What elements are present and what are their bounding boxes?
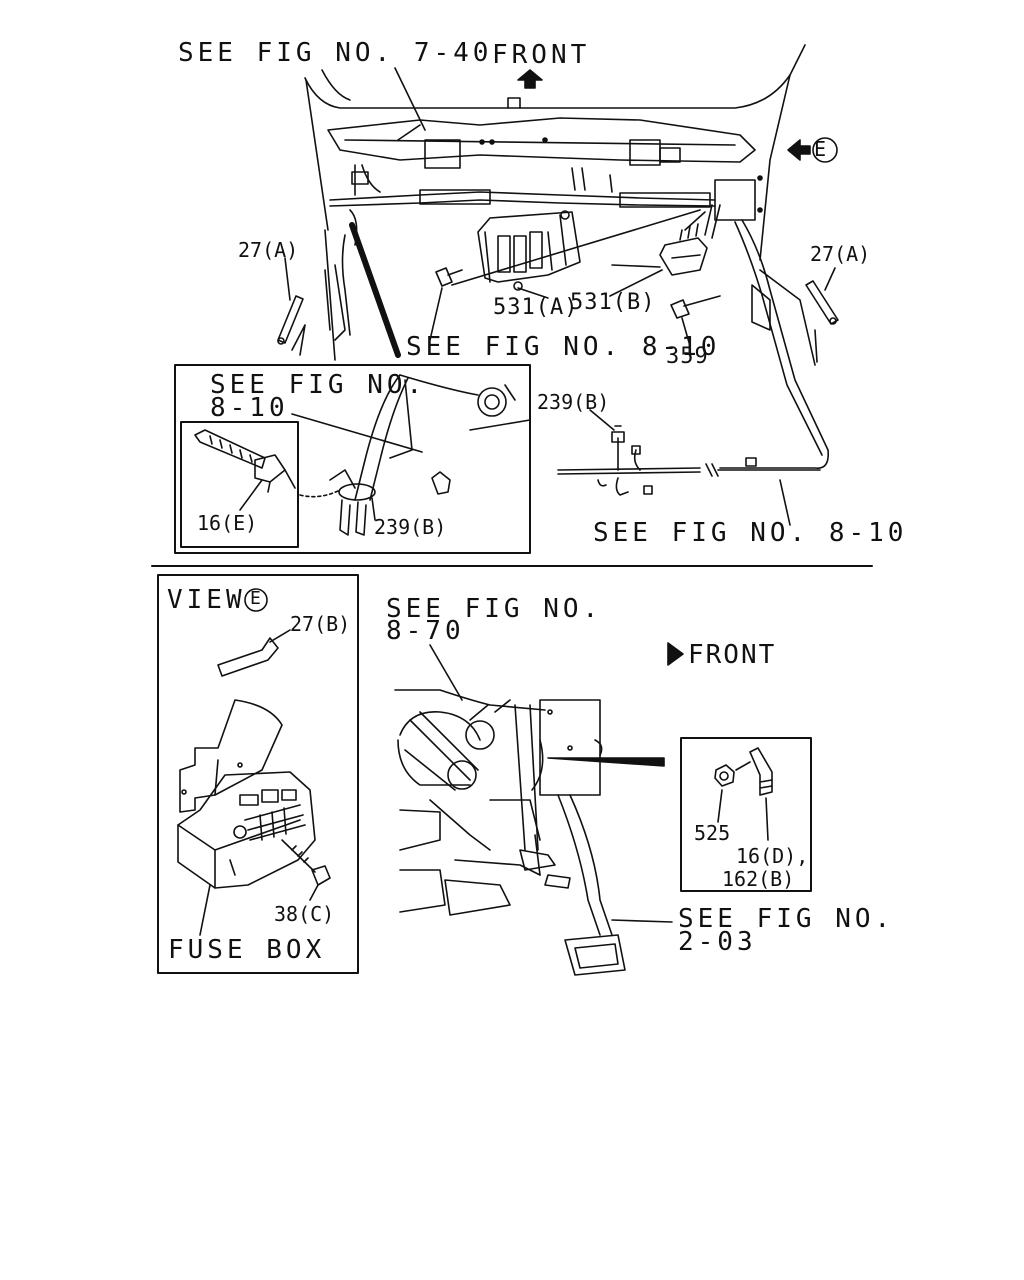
ref-fig-2-03-line1: SEE FIG NO. — [678, 904, 895, 934]
part-525: 525 — [694, 821, 731, 845]
ref-fig-8-10-main: SEE FIG NO. 8-10 — [406, 332, 721, 362]
stud-16d — [735, 747, 773, 796]
ref-fig-8-10-inset-line1: SEE FIG NO. — [210, 370, 427, 400]
fig-8-70-leader — [429, 644, 463, 701]
part-27a-right: 27(A) — [810, 242, 871, 266]
screw-38c — [281, 839, 331, 901]
fuse-box-bracket — [179, 699, 283, 813]
upper-harness — [329, 164, 716, 208]
part-27a-left: 27(A) — [238, 238, 299, 262]
part-38c: 38(C) — [274, 902, 335, 926]
part-16d: 16(D), — [736, 844, 809, 868]
part-16e: 16(E) — [197, 511, 258, 535]
part-531b: 531(B) — [570, 290, 656, 315]
part-531a: 531(A) — [493, 295, 579, 320]
front-arrow-right-icon — [667, 642, 684, 666]
pedal-leader — [611, 919, 673, 923]
ref-fig-8-10-inset-line2: 8-10 — [210, 393, 289, 423]
part-239b-right: 239(B) — [537, 390, 610, 414]
ref-fig-8-70-line1: SEE FIG NO. — [386, 594, 603, 624]
part-239b-inset: 239(B) — [374, 515, 447, 539]
leader-lines-top — [284, 67, 836, 431]
part-162b: 162(B) — [722, 867, 795, 891]
view-e-box — [157, 574, 359, 974]
fuse-box-leader — [199, 884, 211, 936]
lower-harness — [557, 425, 821, 496]
view-e-title-circle-icon — [244, 588, 268, 612]
inset-tie-box — [180, 421, 299, 548]
part-359: 359 — [666, 344, 709, 369]
clip-27b — [217, 629, 291, 677]
view-e-arrow-icon — [787, 139, 811, 161]
inset-grommet — [291, 374, 531, 536]
pedal-assembly — [394, 689, 626, 976]
ref-fig-7-40: SEE FIG NO. 7-40 — [178, 38, 493, 68]
part-27b: 27(B) — [290, 612, 351, 636]
view-e-title: VIEW — [167, 585, 246, 615]
ref-fig-8-70-line2: 8-70 — [386, 616, 465, 646]
relay-531b — [611, 175, 763, 276]
bolt-left — [435, 267, 463, 287]
hardware-box — [680, 737, 812, 892]
ref-fig-2-03-line2: 2-03 — [678, 927, 757, 957]
front-arrow-up-icon — [517, 69, 543, 89]
cable-tie — [194, 429, 296, 511]
nut-525 — [714, 764, 735, 787]
dashboard-outline — [304, 44, 806, 361]
fuse-box — [177, 771, 316, 889]
front-label-top: FRONT — [492, 40, 591, 70]
clip-27a-right — [805, 280, 839, 325]
fuse-box-label: FUSE BOX — [168, 935, 326, 965]
cross-car-beam — [327, 97, 756, 169]
front-label-mid: FRONT — [688, 640, 777, 670]
bolt-359 — [670, 295, 721, 319]
right-harness — [719, 219, 830, 469]
kick-panel — [341, 234, 351, 336]
wiring-strip — [349, 222, 401, 358]
view-e-circle-icon — [812, 137, 838, 163]
clip-27a-left — [277, 295, 304, 345]
view-e-title-letter: E — [250, 588, 261, 609]
view-e-marker-letter: E — [814, 137, 828, 161]
ref-fig-8-10-bottom: SEE FIG NO. 8-10 — [593, 518, 908, 548]
inset-box — [174, 364, 531, 554]
detail-pointer — [547, 757, 665, 767]
